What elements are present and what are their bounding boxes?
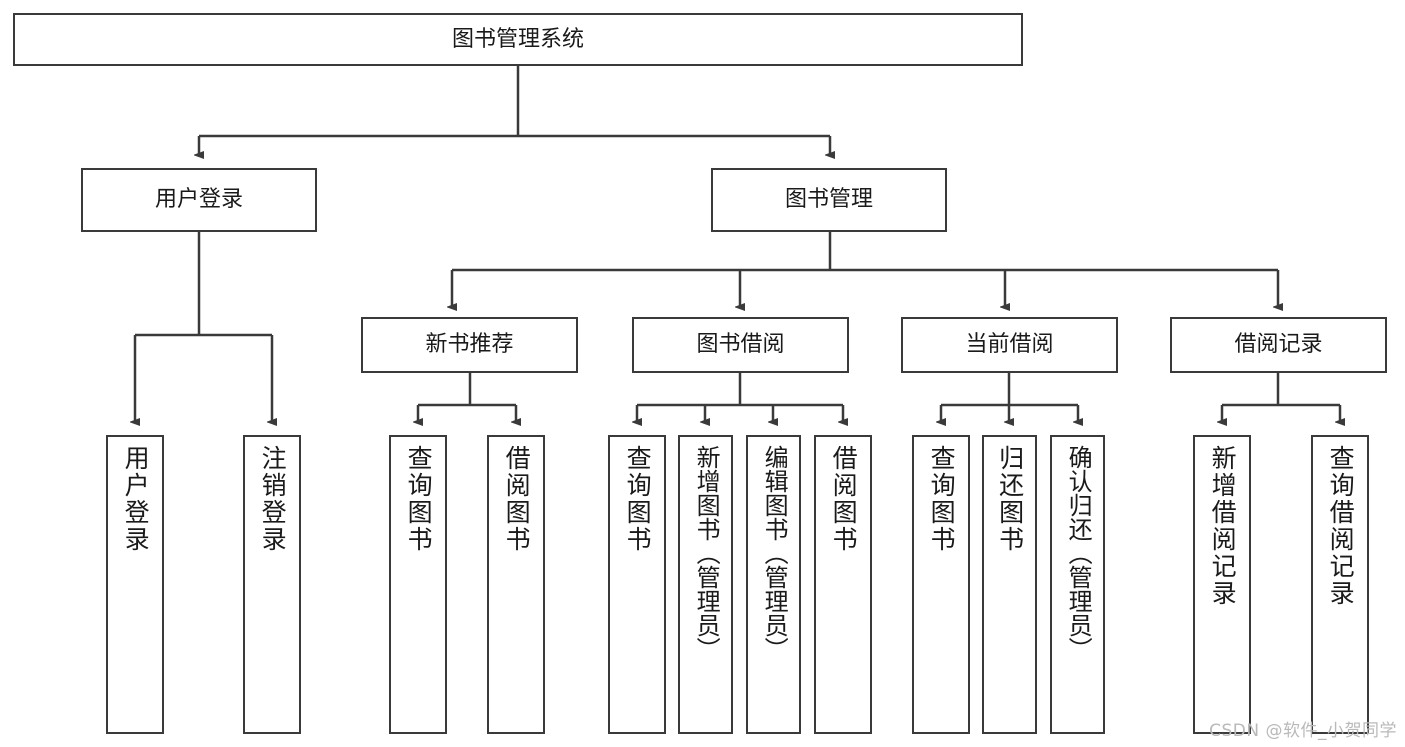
node-label: 借阅图书: [829, 445, 859, 553]
node-label: 图书管理系统: [451, 26, 584, 52]
leaf-edit-book-admin[interactable]: 编辑图书（管理员）: [746, 435, 801, 734]
node-book-management[interactable]: 图书管理: [711, 168, 947, 232]
csdn-watermark: CSDN @软件_小贺同学: [1209, 721, 1397, 741]
leaf-borrow-book-recommend[interactable]: 借阅图书: [487, 435, 545, 734]
leaf-return-book[interactable]: 归还图书: [982, 435, 1037, 734]
node-label: 借阅记录: [1234, 332, 1323, 358]
node-user-login[interactable]: 用户登录: [81, 168, 317, 232]
node-new-book-recommend[interactable]: 新书推荐: [361, 317, 578, 373]
leaf-query-book-current[interactable]: 查询图书: [912, 435, 970, 734]
node-label: 新书推荐: [425, 332, 514, 358]
node-label: 图书管理: [784, 187, 873, 213]
node-label: 当前借阅: [965, 332, 1054, 358]
node-borrow-record[interactable]: 借阅记录: [1170, 317, 1387, 373]
node-label: 新增借阅记录: [1208, 445, 1238, 607]
node-label: 注销登录: [258, 445, 288, 553]
leaf-logout[interactable]: 注销登录: [243, 435, 301, 734]
node-label: 确认归还（管理员）: [1064, 445, 1093, 661]
node-label: 用户登录: [121, 445, 151, 553]
leaf-query-book-borrow[interactable]: 查询图书: [608, 435, 666, 734]
node-root-system[interactable]: 图书管理系统: [13, 13, 1023, 66]
leaf-borrow-book[interactable]: 借阅图书: [814, 435, 872, 734]
leaf-add-borrow-record[interactable]: 新增借阅记录: [1193, 435, 1251, 734]
node-label: 查询图书: [927, 445, 957, 553]
node-label: 图书借阅: [696, 332, 785, 358]
leaf-add-book-admin[interactable]: 新增图书（管理员）: [678, 435, 733, 734]
node-label: 查询图书: [404, 445, 434, 553]
node-label: 借阅图书: [502, 445, 532, 553]
node-label: 查询图书: [623, 445, 653, 553]
node-book-borrow[interactable]: 图书借阅: [632, 317, 849, 373]
leaf-confirm-return-admin[interactable]: 确认归还（管理员）: [1050, 435, 1105, 734]
node-label: 归还图书: [995, 445, 1025, 553]
node-label: 编辑图书（管理员）: [760, 445, 789, 661]
node-current-borrow[interactable]: 当前借阅: [901, 317, 1118, 373]
node-label: 查询借阅记录: [1326, 445, 1356, 607]
leaf-query-book-recommend[interactable]: 查询图书: [389, 435, 447, 734]
node-label: 新增图书（管理员）: [692, 445, 721, 661]
node-label: 用户登录: [154, 187, 243, 213]
leaf-user-login[interactable]: 用户登录: [106, 435, 164, 734]
leaf-query-borrow-record[interactable]: 查询借阅记录: [1311, 435, 1369, 734]
